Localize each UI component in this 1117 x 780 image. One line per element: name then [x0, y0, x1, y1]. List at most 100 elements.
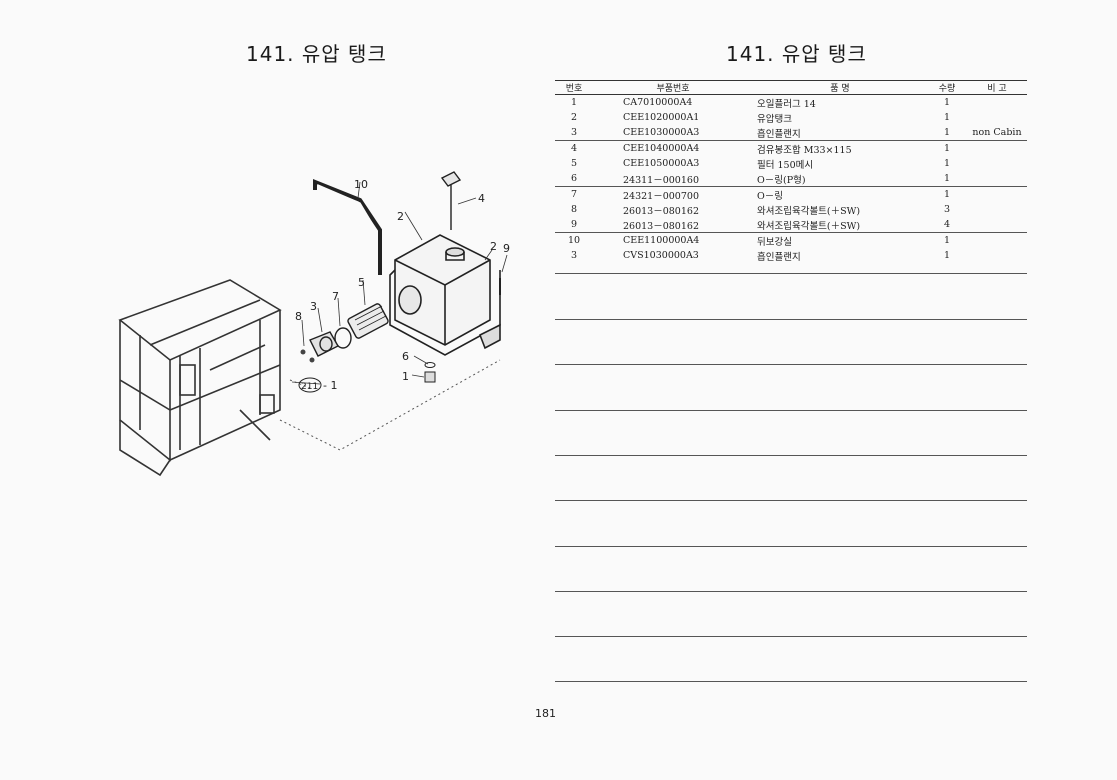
row-part-number: 26013－080162	[623, 205, 699, 217]
table-divider	[555, 273, 1027, 274]
row-part-name: O－링	[753, 186, 927, 202]
row-no: 9	[570, 219, 578, 230]
row-no: 10	[555, 232, 593, 248]
row-no: 5	[570, 158, 578, 169]
table-divider	[555, 410, 1027, 411]
header-part-number: 부품번호	[593, 80, 753, 95]
chassis-frame	[118, 279, 282, 477]
row-part-name: 필터 150메시	[757, 159, 814, 171]
page-title-left: 141. 유압 탱크	[246, 42, 387, 66]
row-part-number: 24311－000160	[623, 174, 699, 186]
callout-211-sub: - 1	[323, 379, 337, 392]
header-remarks: 비 고	[967, 80, 1027, 95]
row-part-number: CEE1020000A1	[623, 112, 700, 123]
row-no: 3	[570, 250, 578, 261]
row-remarks	[967, 186, 1027, 202]
row-part-name: 와셔조립육각볼트(＋SW)	[757, 220, 861, 232]
callout-211: 211	[301, 382, 318, 392]
row-quantity: 1	[943, 112, 951, 123]
dipstick	[440, 171, 462, 230]
callout-1: 1	[402, 370, 409, 383]
table-row: 9 26013－080162 와셔조립육각볼트(＋SW) 4	[555, 217, 1027, 233]
row-no: 2	[570, 112, 578, 123]
row-quantity: 1	[927, 232, 967, 248]
row-part-name: O－링(P형)	[757, 174, 806, 186]
page-number: 181	[535, 707, 556, 720]
table-row: 4 CEE1040000A4 검유봉조합 M33×115 1	[555, 140, 1027, 156]
row-part-number: CEE1100000A4	[593, 232, 753, 248]
table-divider	[555, 546, 1027, 547]
row-no: 3	[570, 127, 578, 138]
row-remarks	[967, 232, 1027, 248]
row-quantity: 1	[943, 250, 951, 261]
row-part-number: CVS1030000A3	[623, 250, 699, 261]
row-remarks	[967, 202, 1027, 217]
row-part-name: 오일플러그 14	[757, 98, 816, 110]
o-ring	[334, 327, 352, 349]
table-row: 2 CEE1020000A1 유압탱크 1	[555, 110, 1027, 125]
oil-plug	[424, 371, 436, 383]
row-quantity: 1	[943, 173, 951, 184]
row-quantity: 1	[943, 127, 951, 138]
callout-3: 3	[310, 300, 317, 313]
row-part-number: 24321－000700	[593, 186, 753, 202]
row-remarks	[967, 95, 1027, 111]
row-no: 1	[570, 97, 578, 108]
row-remarks: non Cabin	[972, 127, 1022, 138]
callout-7: 7	[332, 290, 339, 303]
table-header-row: 번호 부품번호 품 명 수량 비 고	[555, 80, 1027, 95]
callout-2-right: 2	[490, 240, 497, 253]
header-no: 번호	[555, 80, 593, 95]
callout-9: 9	[503, 242, 510, 255]
row-quantity: 1	[927, 140, 967, 156]
row-part-number: CA7010000A4	[623, 97, 693, 108]
table-row: 10 CEE1100000A4 뒤보강실 1	[555, 232, 1027, 248]
reinforcement-rod	[313, 179, 382, 275]
table-divider	[555, 500, 1027, 501]
table-divider	[555, 319, 1027, 320]
row-part-name: 유압탱크	[757, 113, 792, 125]
table-row: 5 CEE1050000A3 필터 150메시 1	[555, 156, 1027, 171]
row-part-name: 흡인플랜지	[757, 251, 801, 263]
callout-5: 5	[358, 276, 365, 289]
row-part-number: CEE1050000A3	[623, 158, 700, 169]
table-divider	[555, 455, 1027, 456]
callout-10: 10	[354, 178, 368, 191]
table-divider	[555, 681, 1027, 682]
row-part-number: 26013－080162	[623, 220, 699, 232]
table-row: 7 24321－000700 O－링 1	[555, 186, 1027, 202]
callout-211-circle	[298, 377, 322, 393]
row-part-number: CEE1040000A4	[593, 140, 753, 156]
row-no: 7	[555, 186, 593, 202]
row-remarks	[967, 140, 1027, 156]
header-quantity: 수량	[927, 80, 967, 95]
callout-6: 6	[402, 350, 409, 363]
row-remarks	[967, 156, 1027, 171]
row-quantity: 3	[943, 204, 951, 215]
table-row: 1 CA7010000A4 오일플러그 14 1	[555, 95, 1027, 111]
callout-4: 4	[478, 192, 485, 205]
o-ring-p	[424, 362, 436, 368]
row-remarks	[967, 110, 1027, 125]
table-row: 3 CVS1030000A3 흡인플랜지 1	[555, 248, 1027, 263]
row-no: 8	[570, 204, 578, 215]
callout-8: 8	[295, 310, 302, 323]
row-quantity: 1	[927, 186, 967, 202]
exploded-parts-diagram: 10 2 4 2 9 3 7 5 8 6 1 211 - 1	[118, 171, 510, 477]
bolts	[300, 349, 315, 363]
row-no: 4	[555, 140, 593, 156]
table-divider	[555, 364, 1027, 365]
row-part-name: 흡인플랜지	[757, 128, 801, 140]
table-divider	[555, 591, 1027, 592]
table-row: 6 24311－000160 O－링(P형) 1	[555, 171, 1027, 187]
row-remarks	[967, 171, 1027, 187]
page-title-right: 141. 유압 탱크	[726, 42, 867, 66]
row-remarks	[967, 217, 1027, 233]
filter	[347, 303, 389, 339]
table-divider	[555, 636, 1027, 637]
row-no: 6	[570, 173, 578, 184]
row-part-number: CEE1030000A3	[623, 127, 700, 138]
header-part-name: 품 명	[753, 80, 927, 95]
callout-2-top: 2	[397, 210, 404, 223]
row-quantity: 1	[943, 158, 951, 169]
